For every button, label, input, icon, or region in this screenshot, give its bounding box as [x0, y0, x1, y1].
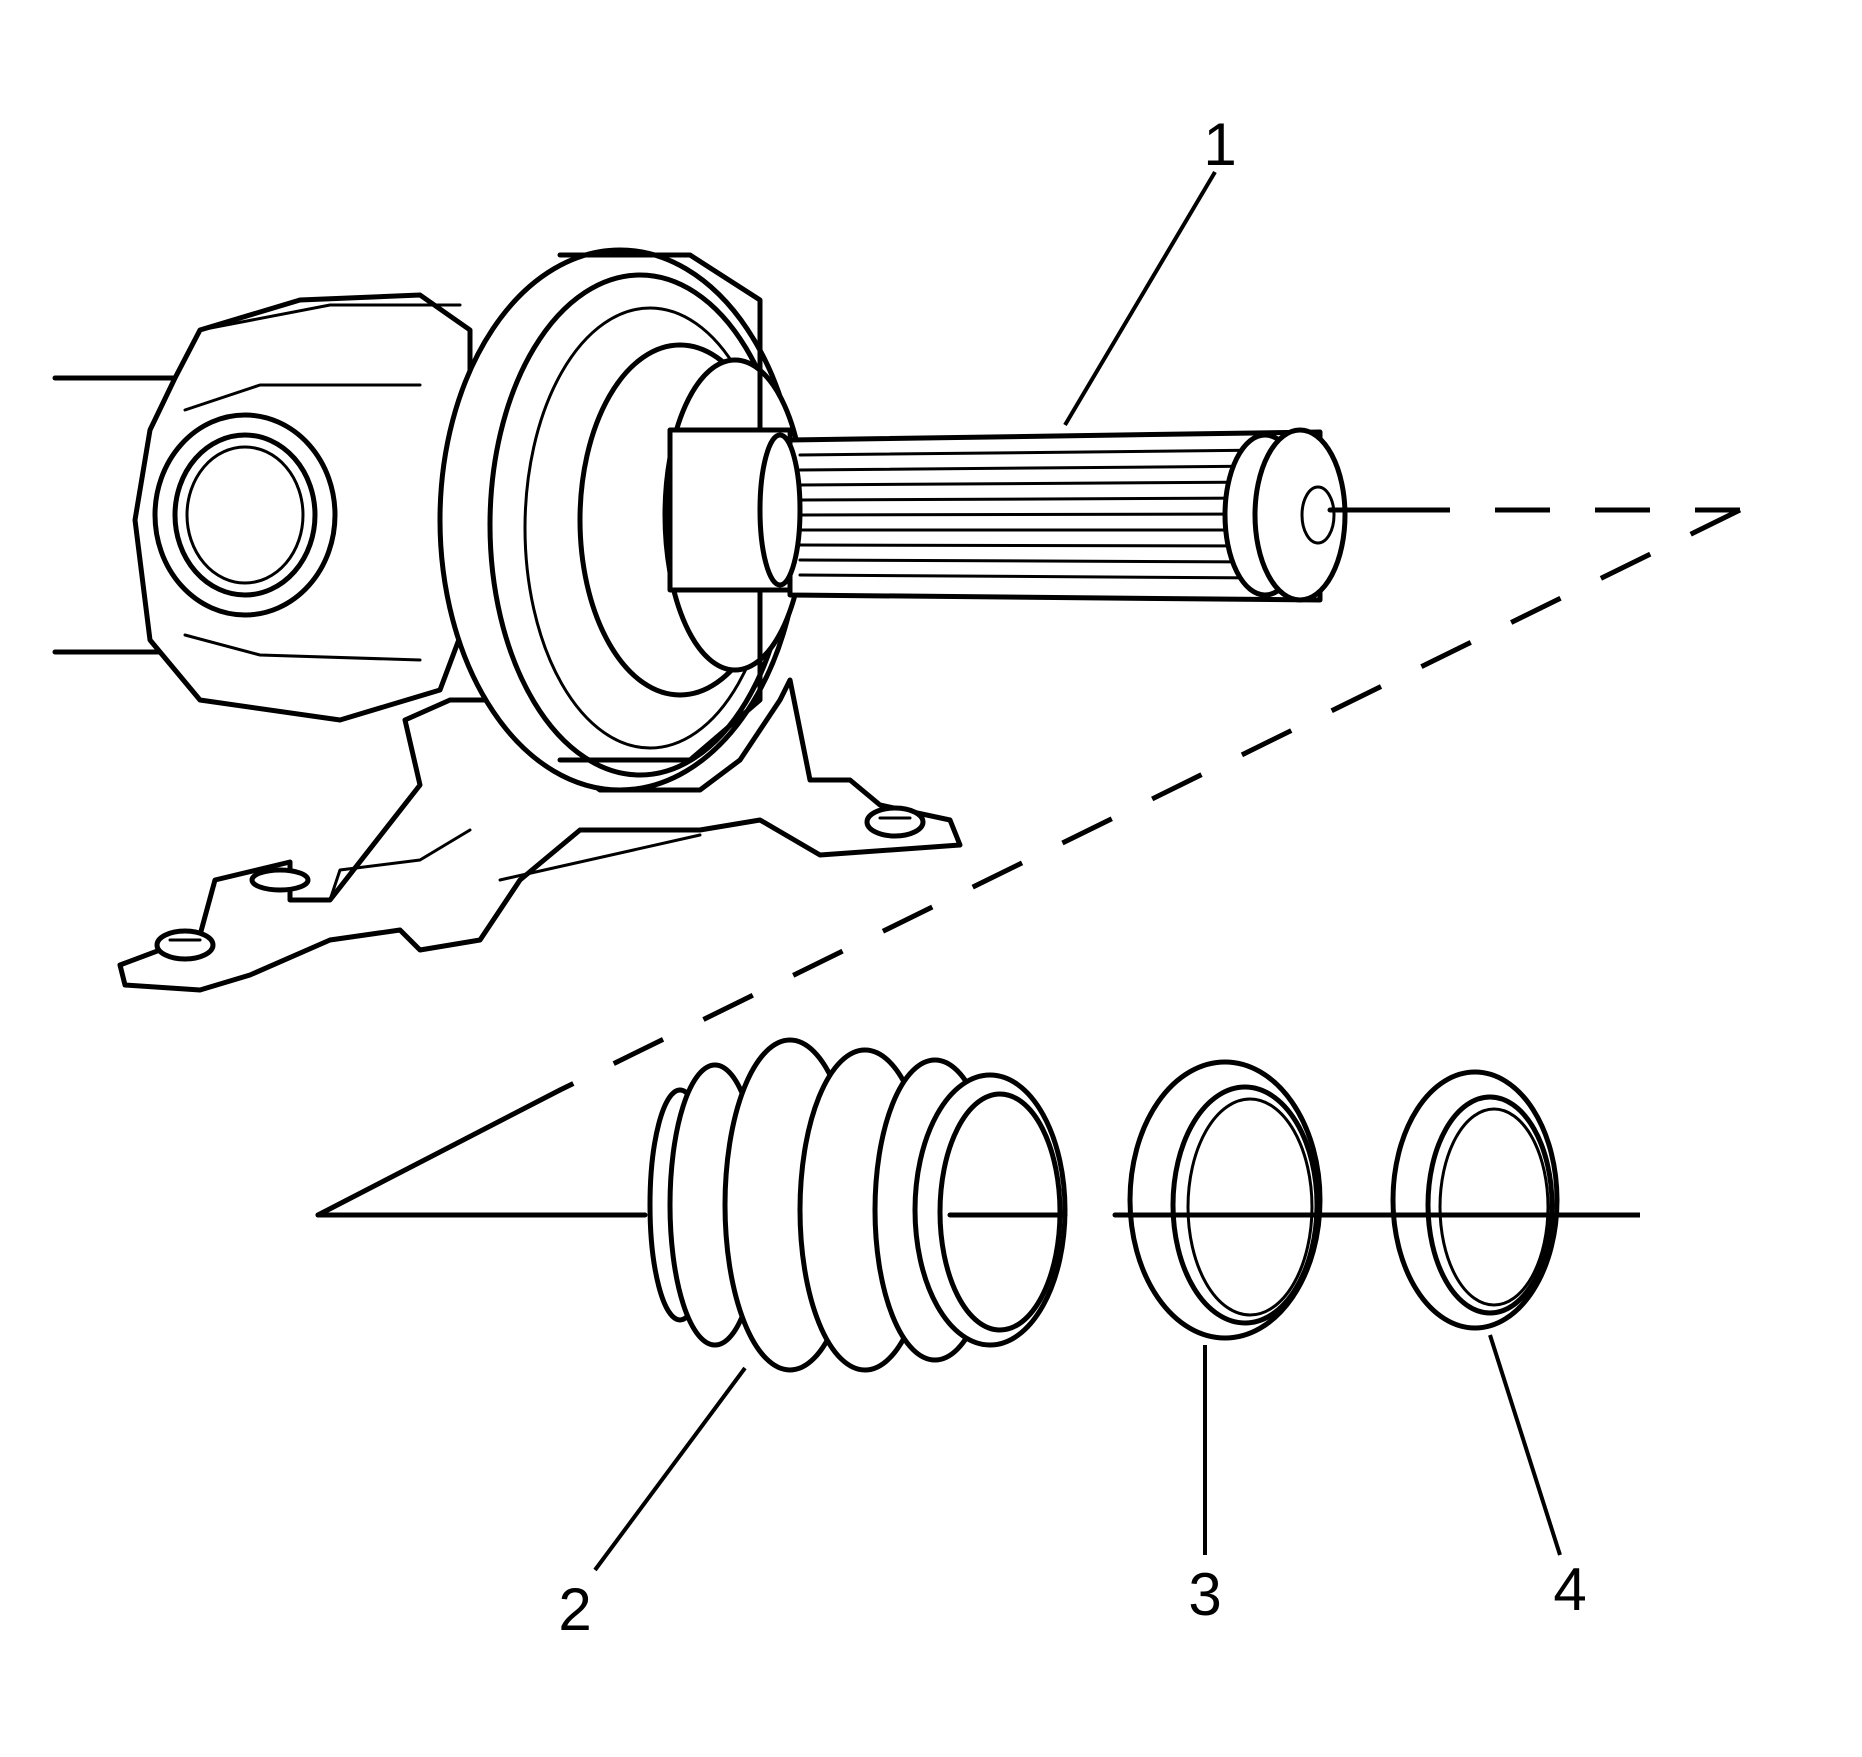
splined-shaft: [667, 427, 1348, 603]
shaft-tube: [52, 375, 178, 655]
callout-labels: 1 2 3 4: [558, 111, 1586, 1643]
callout-3: 3: [1188, 1561, 1221, 1628]
boot: [647, 1037, 1068, 1373]
callout-4: 4: [1553, 1556, 1586, 1623]
universal-joint-yoke: [132, 292, 473, 723]
ring-4: [1390, 1069, 1560, 1331]
bracket-bolt-right: [864, 805, 926, 839]
assembly-axis-lines: [315, 507, 1742, 1218]
callout-2: 2: [558, 1576, 591, 1643]
callout-leaders: [593, 170, 1562, 1572]
leader-4: [1488, 1334, 1562, 1556]
exploded-parts: [647, 1037, 1560, 1373]
propeller-shaft-assembly: [52, 247, 1348, 993]
callout-1: 1: [1203, 111, 1236, 178]
leader-2: [593, 1366, 747, 1572]
bracket-bolt-left: [154, 928, 216, 962]
ring-3: [1127, 1059, 1323, 1341]
leader-1: [1063, 170, 1217, 427]
spline-grooves: [798, 448, 1272, 580]
mounting-bracket: [117, 677, 963, 993]
